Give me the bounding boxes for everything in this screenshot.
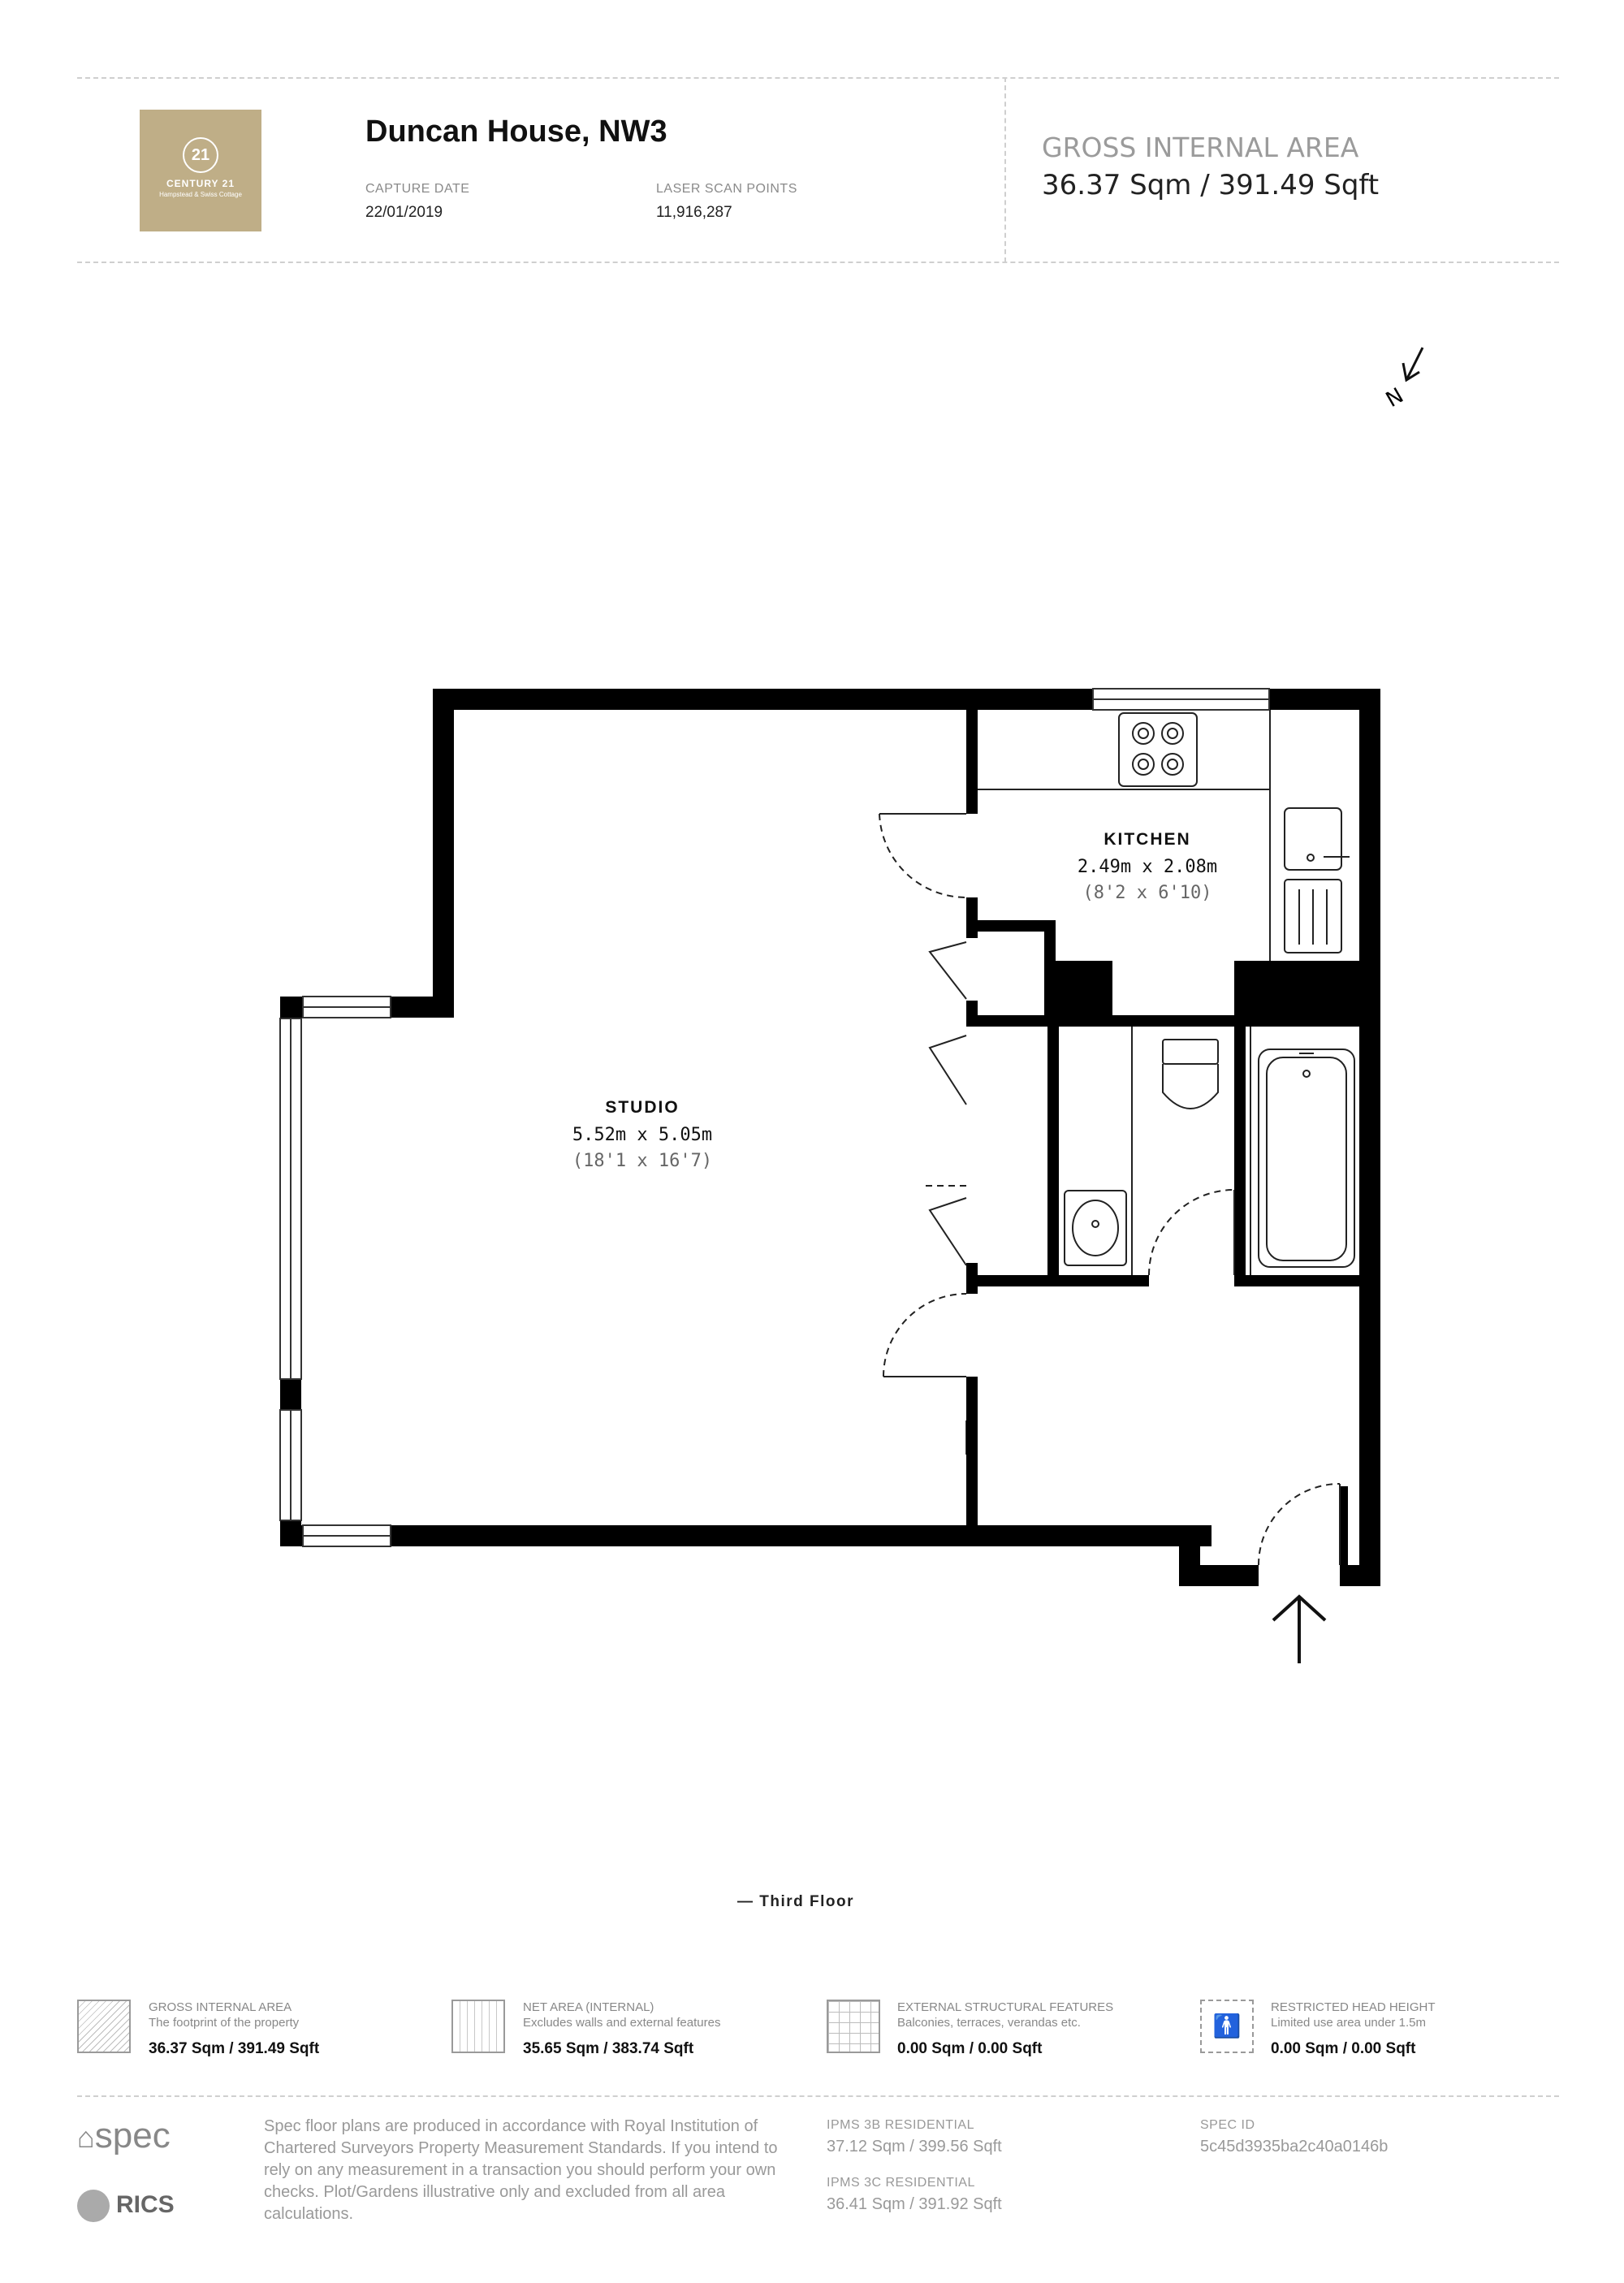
- spec-logo-text: spec: [94, 2116, 171, 2155]
- spec-id-label: SPEC ID: [1200, 2118, 1255, 2132]
- compass-letter: N: [1382, 383, 1408, 413]
- room-label-kitchen: KITCHEN 2.49m x 2.08m (8'2 x 6'10): [1078, 830, 1217, 903]
- rics-lion-icon: [77, 2190, 110, 2223]
- property-title: Duncan House, NW3: [365, 115, 667, 149]
- rics-logo: RICS: [77, 2189, 175, 2223]
- ipms-3c-label: IPMS 3C RESIDENTIAL: [827, 2176, 975, 2190]
- room-dimensions-imperial: (8'2 x 6'10): [1083, 883, 1212, 903]
- spec-logo: ⌂spec: [77, 2116, 171, 2158]
- room-dimensions-metric: 2.49m x 2.08m: [1078, 857, 1217, 877]
- legend-headheight-value: 0.00 Sqm / 0.00 Sqft: [1271, 2040, 1416, 2057]
- kitchen-fixtures: [978, 710, 1350, 961]
- header-top-divider: [77, 77, 1559, 79]
- room-dimensions-metric: 5.52m x 5.05m: [572, 1125, 712, 1145]
- legend-net-value: 35.65 Sqm / 383.74 Sqft: [523, 2040, 694, 2057]
- legend-headheight-title: RESTRICTED HEAD HEIGHT: [1271, 2000, 1436, 2014]
- hatched-area-icon: [77, 2000, 131, 2053]
- floor-label: — Third Floor: [737, 1893, 855, 1910]
- door-swings: [879, 813, 1341, 1566]
- disclaimer-text: Spec floor plans are produced in accorda…: [264, 2117, 778, 2223]
- room-name: KITCHEN: [1104, 830, 1190, 849]
- entrance-arrow-icon: [1272, 1594, 1327, 1663]
- logo-subtitle: Hampstead & Swiss Cottage: [159, 191, 242, 198]
- legend-gia-desc: The footprint of the property: [149, 2016, 300, 2030]
- scan-points-value: 11,916,287: [656, 204, 732, 221]
- capture-date-value: 22/01/2019: [365, 204, 443, 221]
- century21-logo: 21 CENTURY 21 Hampstead & Swiss Cottage: [140, 110, 261, 231]
- legend-external-title: EXTERNAL STRUCTURAL FEATURES: [897, 2000, 1114, 2014]
- gross-internal-area-label: GROSS INTERNAL AREA: [1042, 132, 1359, 163]
- outer-walls: [280, 689, 1380, 1586]
- ipms-3b-value: 37.12 Sqm / 399.56 Sqft: [827, 2138, 1002, 2155]
- internal-walls: [966, 710, 1380, 1525]
- logo-brand-name: CENTURY 21: [166, 178, 235, 189]
- header-bottom-divider: [77, 262, 1559, 263]
- legend-headheight-desc: Limited use area under 1.5m: [1271, 2016, 1426, 2030]
- legend-gia-title: GROSS INTERNAL AREA: [149, 2000, 292, 2014]
- windows: [279, 688, 1270, 1547]
- header-column-divider: [1004, 77, 1006, 262]
- grid-icon: [827, 2000, 880, 2053]
- gross-internal-area-value: 36.37 Sqm / 391.49 Sqft: [1042, 169, 1380, 201]
- north-arrow-icon: [1402, 347, 1424, 383]
- spec-house-icon: ⌂: [77, 2121, 95, 2154]
- room-dimensions-imperial: (18'1 x 16'7): [572, 1151, 712, 1171]
- ipms-3c-value: 36.41 Sqm / 391.92 Sqft: [827, 2195, 1002, 2213]
- scan-points-label: LASER SCAN POINTS: [656, 182, 797, 196]
- head-height-icon: 🚹: [1200, 2000, 1254, 2053]
- spec-id-value: 5c45d3935ba2c40a0146b: [1200, 2138, 1389, 2155]
- rics-logo-text: RICS: [116, 2191, 175, 2218]
- legend-gia-value: 36.37 Sqm / 391.49 Sqft: [149, 2040, 320, 2057]
- legend-external-desc: Balconies, terraces, verandas etc.: [897, 2016, 1081, 2030]
- bathroom-fixtures: [1064, 1027, 1355, 1275]
- legend-net-title: NET AREA (INTERNAL): [523, 2000, 654, 2014]
- footer-divider: [77, 2095, 1559, 2097]
- legend-external-value: 0.00 Sqm / 0.00 Sqft: [897, 2040, 1043, 2057]
- legend-net-desc: Excludes walls and external features: [523, 2016, 721, 2030]
- logo-number: 21: [183, 137, 218, 173]
- room-name: STUDIO: [605, 1098, 679, 1117]
- ipms-3b-label: IPMS 3B RESIDENTIAL: [827, 2118, 974, 2132]
- net-area-icon: [451, 2000, 505, 2053]
- capture-date-label: CAPTURE DATE: [365, 182, 470, 196]
- room-label-studio: STUDIO 5.52m x 5.05m (18'1 x 16'7): [572, 1098, 712, 1171]
